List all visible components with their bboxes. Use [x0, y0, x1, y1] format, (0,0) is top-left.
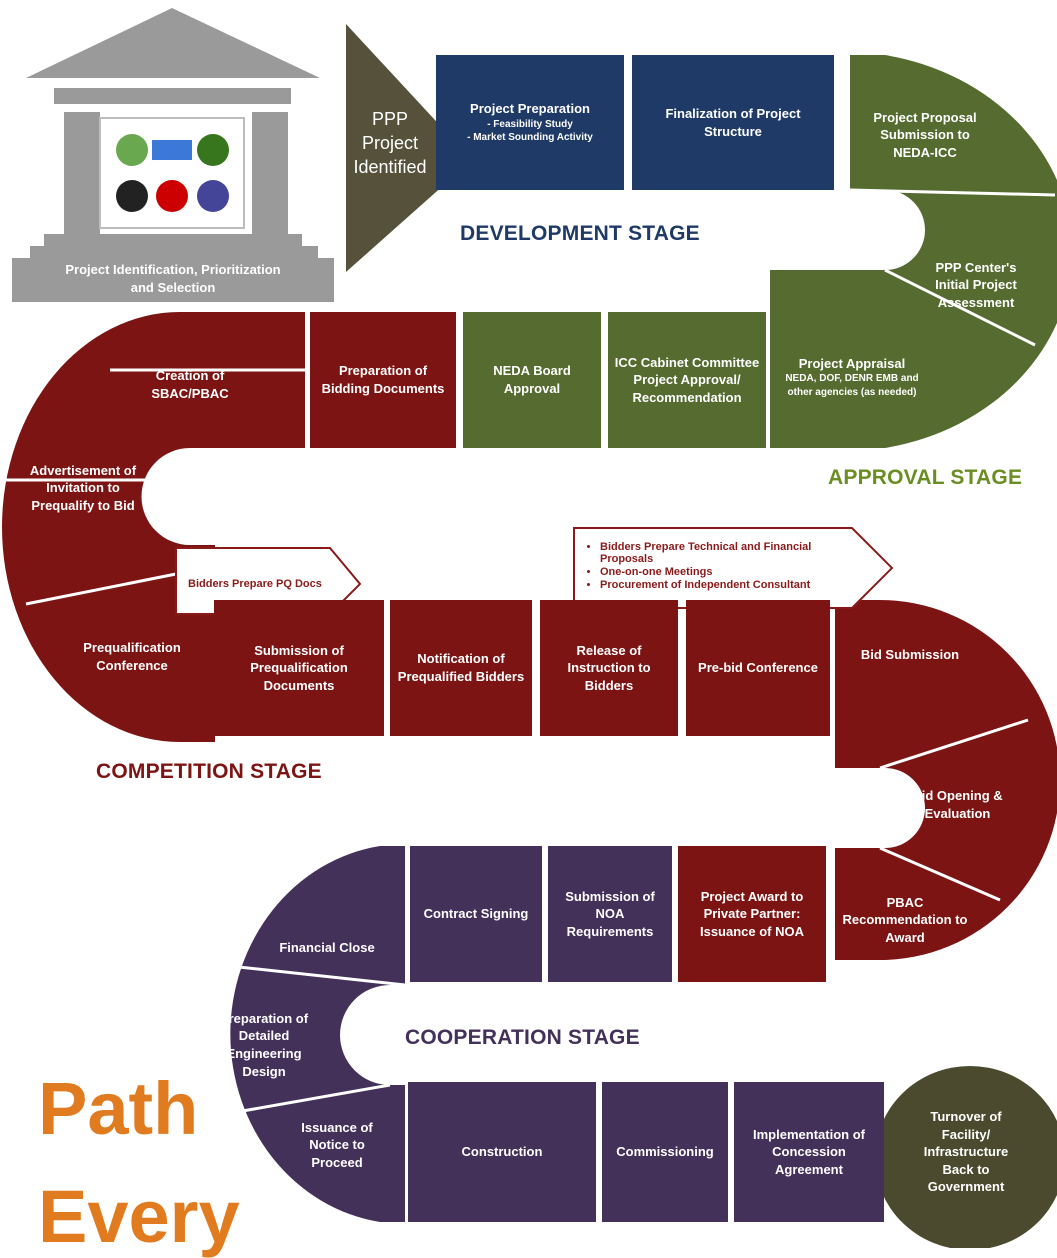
step-label: Preparation of Bidding Documents: [321, 363, 445, 396]
heading-every: Every: [38, 1175, 240, 1258]
step-noa-requirements: Submission of NOA Requirements: [548, 846, 672, 982]
step-project-appraisal: Project Appraisal NEDA, DOF, DENR EMB an…: [772, 312, 932, 442]
step-project-preparation: Project Preparation - Feasibility Study …: [436, 55, 624, 190]
step-label: Submission of Prequalification Documents: [250, 642, 348, 693]
step-finalization: Finalization of Project Structure: [632, 55, 834, 190]
step-label: Commissioning: [616, 1144, 714, 1160]
step-sub: NEDA, DOF, DENR EMB and other agencies (…: [785, 373, 919, 398]
step-label: PBAC Recommendation to Award: [842, 894, 968, 945]
approval-stage-title: APPROVAL STAGE: [828, 466, 1023, 489]
step-contract-signing: Contract Signing: [410, 846, 542, 982]
step-label: Preparation of Detailed Engineering Desi…: [219, 1010, 309, 1079]
step-label: Bid Opening & Evaluation: [912, 788, 1003, 821]
step-initial-assessment: PPP Center's Initial Project Assessment: [920, 245, 1032, 325]
step-label: Prequalification Conference: [83, 640, 181, 673]
step-sub: - Feasibility Study: [487, 118, 573, 130]
step-label: Finalization of Project Structure: [665, 105, 801, 139]
step-label: NEDA Board Approval: [493, 363, 571, 396]
pq-callout-arrow: [175, 547, 362, 615]
step-label: Notification of Prequalified Bidders: [397, 651, 525, 684]
development-stage-title: DEVELOPMENT STAGE: [460, 222, 700, 245]
cooperation-left-bend: [230, 846, 405, 1222]
step-construction: Construction: [408, 1082, 596, 1222]
step-label: ICC Cabinet Committee Project Approval/ …: [614, 354, 760, 405]
government-building-icon: [12, 8, 334, 302]
step-label: Project Appraisal: [798, 355, 906, 371]
step-label: Submission of NOA Requirements: [565, 888, 655, 939]
step-label: Contract Signing: [423, 906, 529, 922]
building-caption: Project Identification, Prioritization a…: [65, 262, 281, 295]
competition-right-bend: [835, 600, 1057, 960]
step-prequal-submission: Submission of Prequalification Documents: [214, 600, 384, 736]
step-label: Turnover of Facility/ Infrastructure Bac…: [923, 1109, 1009, 1195]
competition-left-bend: [2, 312, 305, 742]
step-label: PPP Center's Initial Project Assessment: [935, 259, 1017, 310]
step-advertisement: Advertisement of Invitation to Prequalif…: [18, 448, 148, 528]
callout-item: Bidders Prepare Technical and Financial …: [600, 541, 856, 565]
step-bid-submission: Bid Submission: [845, 630, 975, 680]
step-sbac: Creation of SBAC/PBAC: [140, 350, 240, 420]
step-bidding-docs: Preparation of Bidding Documents: [310, 312, 456, 448]
bid-callout-arrow: [573, 527, 894, 609]
identified-triangle: [346, 24, 472, 272]
step-turnover: Turnover of Facility/ Infrastructure Bac…: [910, 1092, 1022, 1212]
step-financial-close: Financial Close: [272, 918, 382, 978]
callout-item: Procurement of Independent Consultant: [600, 579, 856, 591]
step-project-award: Project Award to Private Partner: Issuan…: [678, 846, 826, 982]
step-label: Bid Submission: [860, 647, 960, 663]
step-label: Implementation of Concession Agreement: [753, 1126, 865, 1177]
step-prebid: Pre-bid Conference: [686, 600, 830, 736]
step-label: Release of Instruction to Bidders: [567, 642, 651, 693]
ppp-identified-label: PPP Project Identified: [353, 108, 427, 178]
step-bid-opening: Bid Opening & Evaluation: [900, 770, 1015, 840]
competition-stage-title: COMPETITION STAGE: [96, 760, 322, 783]
step-neda-board: NEDA Board Approval: [463, 312, 601, 448]
step-label: Issuance of Notice to Proceed: [301, 1119, 373, 1170]
step-label: Construction: [461, 1144, 543, 1160]
heading-path: Path: [38, 1067, 199, 1150]
step-pbac-recommendation: PBAC Recommendation to Award: [830, 880, 980, 960]
step-engineering-design: Preparation of Detailed Engineering Desi…: [214, 1000, 314, 1090]
step-label: Financial Close: [279, 940, 375, 956]
step-sub: - Market Sounding Activity: [467, 132, 593, 144]
step-label: Project Preparation: [470, 101, 590, 117]
step-notice-to-proceed: Issuance of Notice to Proceed: [292, 1110, 382, 1180]
pq-callout-text: Bidders Prepare PQ Docs: [188, 578, 322, 590]
callout-item: One-on-one Meetings: [600, 566, 856, 578]
step-implementation: Implementation of Concession Agreement: [734, 1082, 884, 1222]
step-label: Advertisement of Invitation to Prequalif…: [29, 462, 137, 513]
step-commissioning: Commissioning: [602, 1082, 728, 1222]
agency-logos: [116, 134, 229, 212]
step-label: Creation of SBAC/PBAC: [151, 368, 229, 401]
turnover-circle: [875, 1066, 1057, 1248]
step-proposal-submission: Project Proposal Submission to NEDA-ICC: [855, 90, 995, 180]
cooperation-stage-title: COOPERATION STAGE: [405, 1026, 640, 1049]
bid-callout-text: Bidders Prepare Technical and Financial …: [586, 540, 856, 592]
step-label: Project Award to Private Partner: Issuan…: [699, 888, 805, 939]
step-icc-approval: ICC Cabinet Committee Project Approval/ …: [608, 312, 766, 448]
step-label: Project Proposal Submission to NEDA-ICC: [873, 109, 977, 160]
step-release-instruction: Release of Instruction to Bidders: [540, 600, 678, 736]
approval-bend: [770, 55, 1057, 448]
step-prequal-conference: Prequalification Conference: [62, 622, 202, 692]
step-notification: Notification of Prequalified Bidders: [390, 600, 532, 736]
step-label: Pre-bid Conference: [698, 660, 818, 676]
